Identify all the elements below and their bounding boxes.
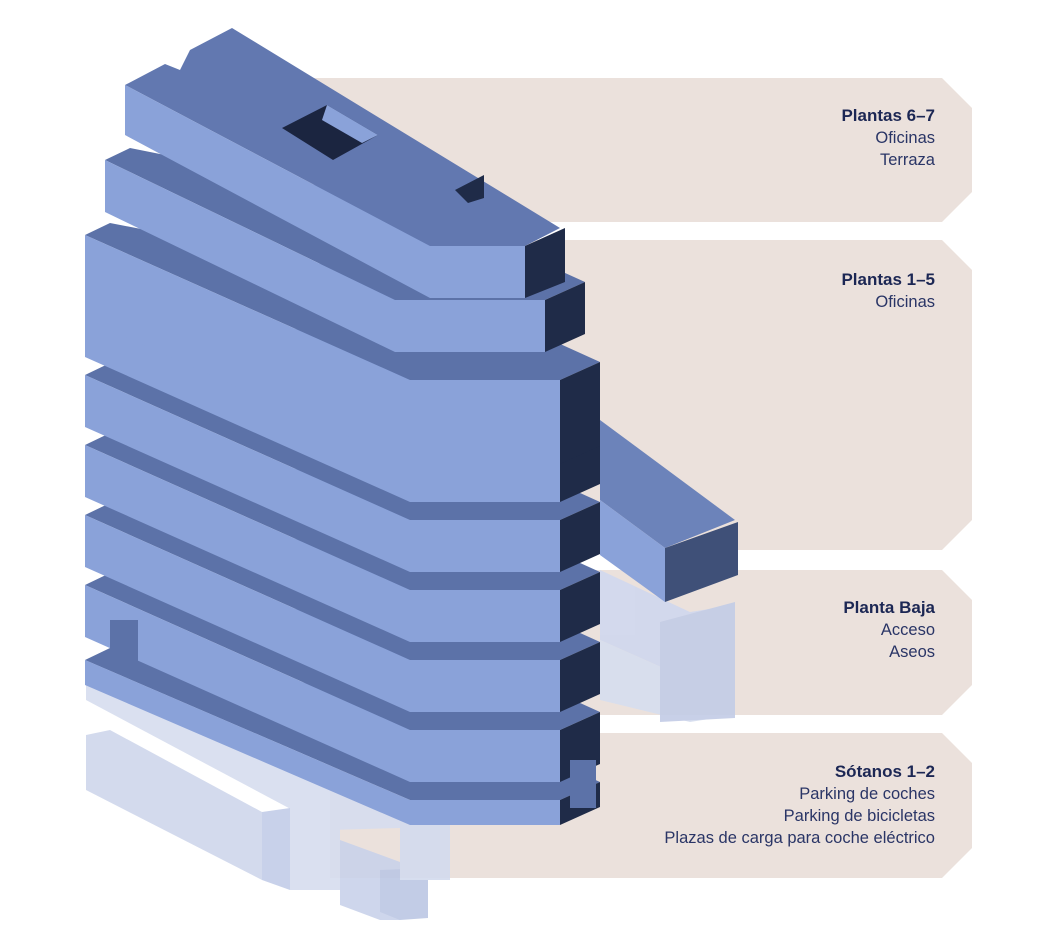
slab-end [560,502,600,572]
panel-line: Parking de bicicletas [783,807,935,825]
panel-label-planta-baja: Planta Baja Acceso Aseos [843,596,935,663]
panel-title: Plantas 6–7 [841,106,935,125]
annex-front [600,500,665,602]
slab-front [85,445,560,642]
slab-end [560,642,600,712]
panel-line: Oficinas [875,129,935,147]
basement-block-a [262,808,290,890]
panel-label-plantas-1-5: Plantas 1–5 Oficinas [841,268,935,313]
slab-front [85,515,560,712]
basement-slab-lower [86,730,262,880]
panel-line: Aseos [889,643,935,661]
panel-label-plantas-6-7: Plantas 6–7 Oficinas Terraza [841,104,935,171]
ground-floor-window [110,620,138,668]
annex-top [600,420,735,548]
panel-line: Acceso [880,621,935,639]
annex-end [665,522,738,602]
slab-end [545,282,585,352]
basement-annex-front [660,602,735,722]
ground-floor-annex [600,420,738,602]
top-floor-end [525,228,565,298]
roof-notch [455,175,484,203]
panel-title: Plantas 1–5 [841,270,935,289]
panel-title: Sótanos 1–2 [834,762,935,781]
slab-end [560,362,600,464]
slab-front [85,585,560,782]
slab-front [85,235,560,464]
top-floor-lower-face [125,85,525,298]
panel-line: Plazas de carga para coche eléctrico [664,829,935,847]
basement-block-d [380,868,428,920]
basement-volumes [86,570,735,920]
slab-front [85,660,560,825]
panel-label-sotanos-1-2: Sótanos 1–2 Parking de coches Parking de… [664,760,935,849]
panel-line: Terraza [879,151,935,169]
basement-block-b [290,808,340,890]
roof-opening-rim [322,105,378,143]
roof-opening [282,105,378,160]
basement-ramp-door [570,760,596,808]
slab-front [105,160,545,352]
panel-title: Planta Baja [843,598,935,617]
top-floor-slab [125,28,565,298]
panel-line: Oficinas [875,293,935,311]
slab-front [85,375,560,572]
slab-end [560,572,600,642]
panel-line: Parking de coches [799,785,935,803]
